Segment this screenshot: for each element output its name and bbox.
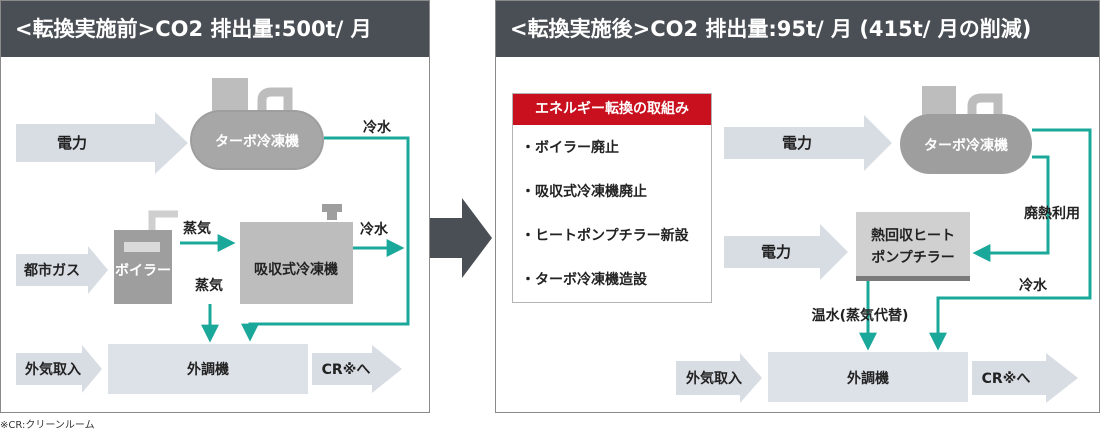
measures-title: エネルギー転換の取組み [513,94,711,125]
power-label-after-2: 電力 [761,243,791,261]
after-panel: <転換実施後>CO2 排出量:95t/ 月 (415t/ 月の削減) [495,0,1100,413]
steam-label-1: 蒸気 [183,220,211,237]
air-handler-box-after [768,352,968,402]
outside-air-arrow-after [676,353,762,403]
cold-water-label-after: 冷水 [1019,277,1048,294]
transition-arrow [430,198,492,278]
heat-pump-label-line1: 熱回収ヒート [871,227,955,244]
outside-air-label-after: 外気取入 [686,370,742,387]
to-cr-label: CR※へ [322,362,371,378]
to-cr-arrow [312,345,402,393]
to-cr-arrow-after [972,353,1078,403]
to-cr-label-after: CR※へ [982,371,1031,387]
outside-air-label: 外気取入 [25,361,81,378]
measure-item: ・ヒートポンプチラー新設 [521,228,689,244]
heat-pump-chiller-equipment [856,212,970,281]
turbo-chiller-equipment [190,78,324,170]
after-title: <転換実施後>CO2 排出量:95t/ 月 (415t/ 月の削減) [496,1,1099,57]
absorption-chiller-equipment [240,204,353,304]
boiler-label: ボイラー [115,263,171,279]
power-arrow-after-1 [724,115,892,171]
pipes-after [859,128,1092,351]
measure-item: ・ボイラー廃止 [521,140,619,156]
air-handler-label-after: 外調機 [847,370,889,387]
energy-measures-box: エネルギー転換の取組み ・ボイラー廃止 ・吸収式冷凍機廃止 ・ヒートポンプチラー… [512,93,712,303]
cold-water-label-2: 冷水 [360,221,389,238]
pipes-before [180,136,410,343]
waste-heat-label: 廃熱利用 [1024,205,1080,222]
steam-label-2: 蒸気 [195,277,223,294]
measure-item: ・ターボ冷凍機造設 [521,272,647,288]
heat-pump-label-line2: ポンプチラー [871,249,955,266]
air-handler-label: 外調機 [187,361,229,378]
measure-item: ・吸収式冷凍機廃止 [521,184,647,200]
turbo-chiller-label: ターボ冷凍機 [215,133,299,150]
power-label: 電力 [57,134,87,152]
air-handler-box [108,344,308,394]
turbo-chiller-label-after: ターボ冷凍機 [924,137,1008,154]
absorption-chiller-label: 吸収式冷凍機 [254,261,338,278]
boiler-equipment [114,210,178,304]
turbo-chiller-equipment-after [900,86,1032,174]
city-gas-label: 都市ガス [23,262,80,279]
before-title: <転換実施前>CO2 排出量:500t/ 月 [1,1,429,57]
cold-water-label-1: 冷水 [363,119,392,136]
footnote: ※CR:クリーンルーム [0,420,95,431]
power-arrow [16,112,188,174]
hot-water-label: 温水(蒸気代替) [812,307,909,324]
power-arrow-after-2 [724,224,848,280]
power-label-after-1: 電力 [782,134,812,152]
outside-air-arrow [16,345,102,393]
city-gas-arrow [16,246,108,294]
